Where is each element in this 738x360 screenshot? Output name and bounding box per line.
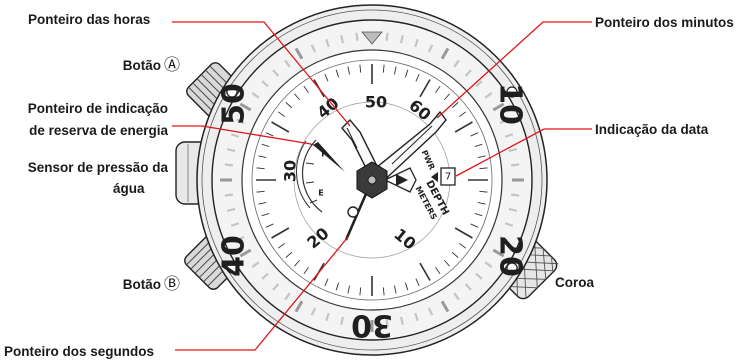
label-button-a-symbol: Ⓐ — [164, 56, 180, 74]
bezel-number-50: 50 — [217, 83, 252, 125]
label-sensor-line1: Sensor de pressão da — [28, 160, 169, 175]
bezel-number-20: 20 — [493, 235, 528, 277]
bezel-number-30: 30 — [351, 308, 393, 343]
date-value: 7 — [445, 172, 451, 183]
label-minute-hand: Ponteiro dos minutos — [595, 15, 734, 30]
bezel-tick — [511, 195, 519, 196]
bezel-number-40: 40 — [217, 235, 252, 277]
bezel-tick — [511, 165, 519, 166]
label-date: Indicação da data — [595, 122, 709, 137]
bezel-tick — [357, 33, 358, 41]
dial-number-50: 50 — [365, 93, 387, 112]
label-crown: Coroa — [555, 275, 594, 290]
label-second-hand: Ponteiro dos segundos — [4, 344, 154, 359]
label-hour-hand: Ponteiro das horas — [28, 12, 150, 27]
label-button-b-symbol: Ⓑ — [164, 275, 180, 293]
label-button-b: Botão — [123, 277, 161, 292]
label-power-reserve-line2: de reserva de energia — [29, 123, 168, 138]
label-power-reserve-line1: Ponteiro de indicação — [28, 101, 168, 116]
bezel-tick — [225, 195, 233, 196]
label-button-a: Botão — [123, 58, 161, 73]
bezel-tick — [225, 165, 233, 166]
power-reserve-e-label: E — [318, 189, 323, 198]
bezel-number-10: 10 — [493, 83, 528, 125]
bezel-tick — [387, 33, 388, 41]
label-sensor-line2: água — [113, 181, 145, 196]
power-reserve-f-label: F — [321, 150, 326, 159]
